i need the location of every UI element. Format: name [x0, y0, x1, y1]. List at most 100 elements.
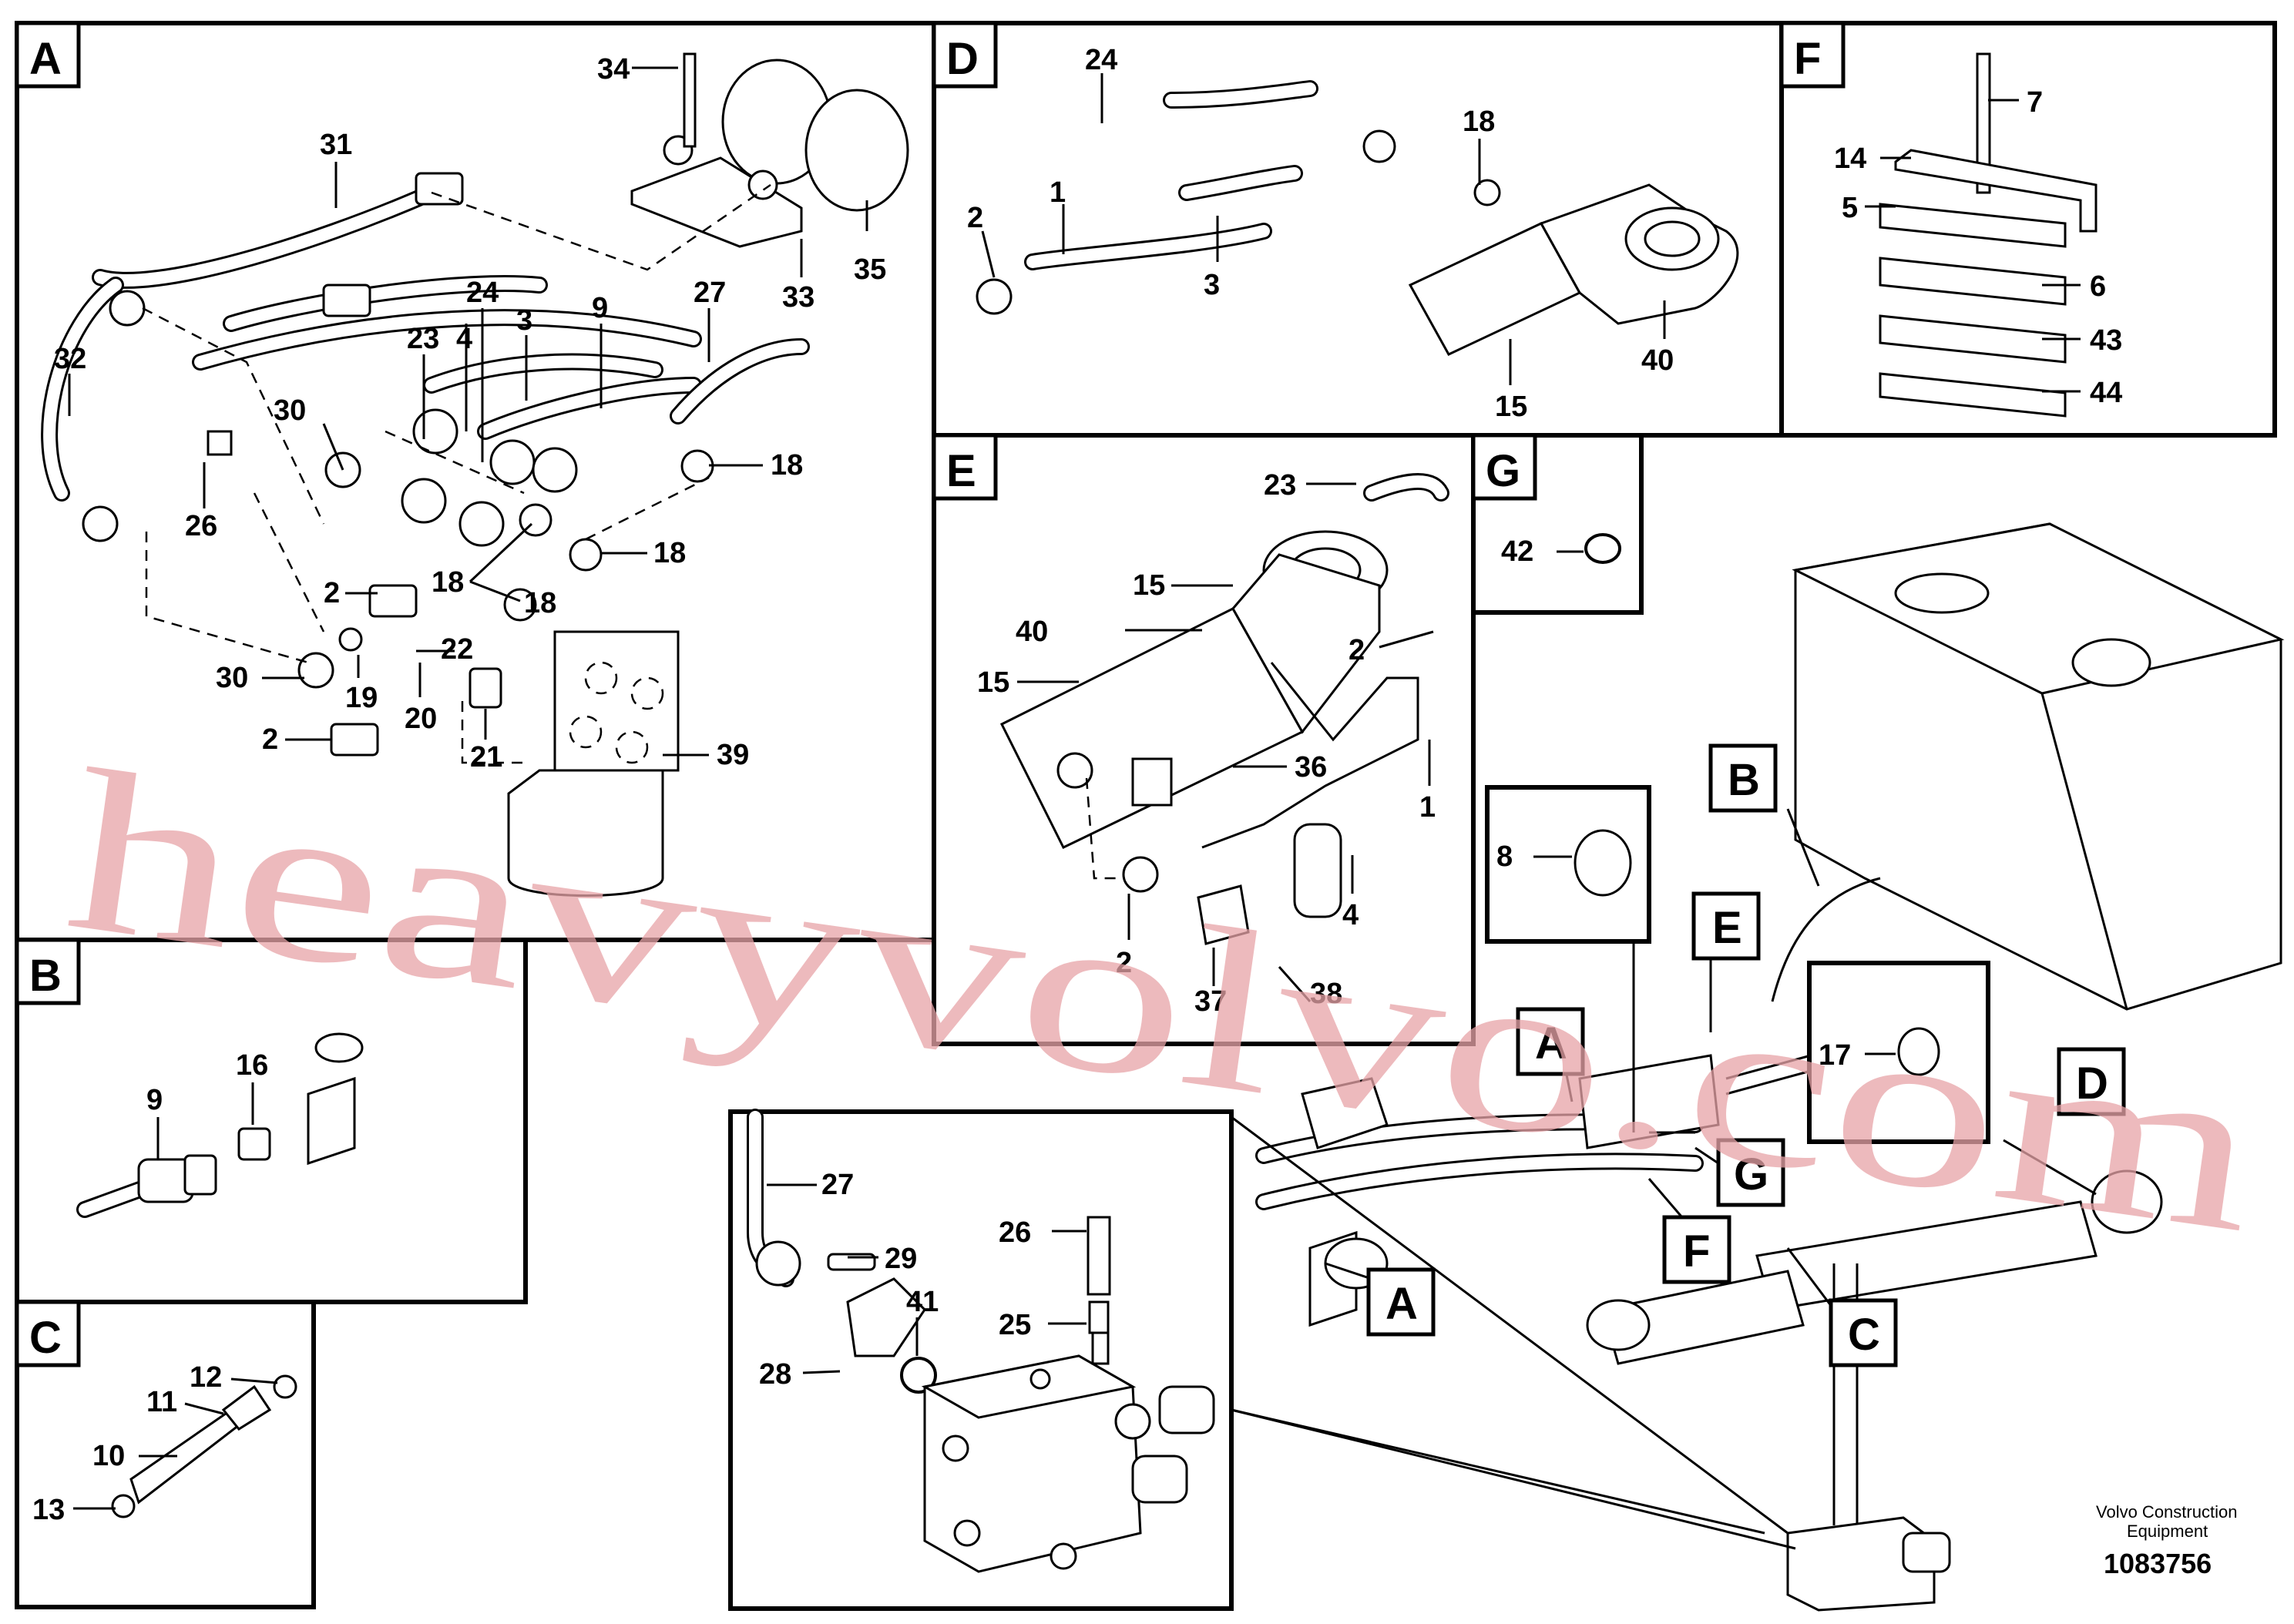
- d-label-24: 24: [1085, 44, 1117, 76]
- d-label-18: 18: [1463, 106, 1495, 138]
- e-label-15b: 15: [977, 666, 1009, 699]
- e-label-37: 37: [1194, 985, 1227, 1018]
- f-label-6: 6: [2090, 270, 2106, 303]
- e-label-23: 23: [1264, 469, 1296, 502]
- label-19: 19: [345, 682, 378, 714]
- panel-d: D 24 18 2 1 3 40 15: [932, 21, 1784, 438]
- c-label-12: 12: [190, 1361, 222, 1394]
- e-label-38: 38: [1310, 978, 1342, 1010]
- callout-d: D: [2076, 1059, 2108, 1109]
- label-32: 32: [54, 343, 86, 375]
- document-number: 1083756: [2104, 1548, 2212, 1579]
- label-18b: 18: [653, 537, 686, 569]
- f-label-43: 43: [2090, 324, 2122, 357]
- label-22: 22: [441, 633, 473, 666]
- b-label-16: 16: [236, 1049, 268, 1082]
- f-label-5: 5: [1842, 192, 1858, 224]
- label-2b: 2: [262, 723, 278, 756]
- label-23: 23: [407, 323, 439, 355]
- d-label-1: 1: [1050, 176, 1066, 209]
- label-30a: 30: [274, 394, 306, 427]
- label-35: 35: [854, 253, 886, 286]
- panel-f-letter: F: [1794, 34, 1821, 84]
- label-20: 20: [405, 703, 437, 735]
- c-label-11: 11: [146, 1386, 177, 1418]
- label-18a: 18: [771, 449, 803, 481]
- v-label-41: 41: [906, 1286, 939, 1318]
- callouts: B E A F G D A C: [1366, 743, 2126, 1367]
- d-label-3: 3: [1204, 269, 1220, 301]
- dashed-leaders-a: [142, 183, 771, 764]
- label-30b: 30: [216, 662, 248, 694]
- e-label-15a: 15: [1133, 569, 1165, 602]
- label-24: 24: [466, 277, 499, 309]
- c-label-10: 10: [92, 1440, 125, 1472]
- g-label-42: 42: [1501, 535, 1533, 568]
- label-18d: 18: [524, 587, 556, 619]
- e-label-4: 4: [1342, 899, 1359, 931]
- credit-line-2: Equipment: [2127, 1522, 2208, 1541]
- panel-c-letter: C: [29, 1313, 62, 1363]
- panel-e: E 23 15 40 2 15 36 1 4 2 37 38: [932, 433, 1476, 1046]
- f-label-14: 14: [1834, 143, 1866, 175]
- label-26: 26: [185, 510, 217, 542]
- label-27: 27: [694, 277, 726, 309]
- e-label-36: 36: [1295, 751, 1327, 783]
- panel-d-letter: D: [946, 34, 979, 84]
- e-label-1: 1: [1419, 791, 1436, 824]
- panel-a: A: [15, 21, 936, 942]
- label-3: 3: [516, 304, 532, 337]
- label-21: 21: [470, 741, 502, 773]
- d-label-40: 40: [1641, 344, 1674, 377]
- v-label-25: 25: [999, 1309, 1031, 1341]
- v-label-26: 26: [999, 1216, 1031, 1249]
- f-label-44: 44: [2090, 377, 2122, 409]
- panel-c: C 12 11 10 13: [15, 1300, 316, 1609]
- m-label-17: 17: [1819, 1039, 1851, 1072]
- panel-b: B 9 16: [15, 938, 528, 1304]
- d-label-15: 15: [1495, 391, 1527, 423]
- panel-g-letter: G: [1486, 446, 1520, 496]
- b-label-9: 9: [146, 1084, 163, 1116]
- label-18c: 18: [432, 566, 464, 599]
- credit-line-1: Volvo Construction: [2096, 1502, 2237, 1522]
- label-4: 4: [456, 323, 472, 355]
- callout-a-bottom: A: [1385, 1279, 1418, 1329]
- callout-e: E: [1712, 903, 1742, 953]
- e-label-40: 40: [1016, 616, 1048, 648]
- v-label-27: 27: [821, 1169, 854, 1201]
- panel-b-letter: B: [29, 951, 62, 1001]
- mini-box-17: 17: [1807, 961, 1990, 1144]
- label-34: 34: [597, 53, 630, 86]
- panel-a-letter: A: [29, 34, 62, 84]
- valve-detail: 27 26 29 41 25 28: [728, 1109, 1234, 1611]
- m-label-8: 8: [1496, 841, 1513, 873]
- valve-block-39: [507, 630, 680, 897]
- callout-a-top: A: [1535, 1018, 1567, 1069]
- callout-g: G: [1734, 1149, 1768, 1200]
- callout-c: C: [1848, 1310, 1880, 1360]
- label-39: 39: [717, 739, 749, 771]
- c-label-13: 13: [32, 1494, 65, 1526]
- hoses-a: [41, 184, 810, 502]
- label-2a: 2: [324, 577, 340, 609]
- panel-e-letter: E: [946, 446, 976, 496]
- f-label-7: 7: [2027, 86, 2043, 119]
- v-label-29: 29: [885, 1243, 917, 1275]
- d-label-2: 2: [967, 202, 983, 234]
- e-label-2b: 2: [1116, 947, 1132, 979]
- label-9: 9: [592, 292, 608, 324]
- mini-box-8: 8: [1485, 785, 1651, 944]
- label-33: 33: [782, 281, 814, 314]
- v-label-28: 28: [759, 1358, 791, 1391]
- callout-b: B: [1728, 755, 1760, 805]
- label-31: 31: [320, 129, 352, 161]
- panel-f: F 7 14 5 6 43 44: [1779, 21, 2277, 438]
- panel-g: G 42: [1471, 433, 1644, 615]
- leaders-a: [68, 66, 868, 757]
- fittings-a: [82, 172, 714, 757]
- callout-f: F: [1683, 1226, 1710, 1277]
- e-label-2a: 2: [1349, 634, 1365, 666]
